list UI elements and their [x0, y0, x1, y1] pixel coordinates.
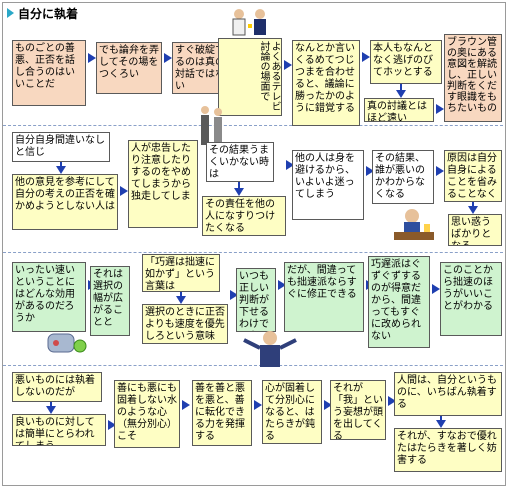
node-r2-1: 自分自身間違いなしと信じ — [12, 132, 110, 162]
arrow — [108, 420, 116, 430]
arrow — [362, 52, 370, 62]
node-r4-8: それが、すなおで優れたはたらきを著しく妨害する — [394, 428, 502, 472]
node-r3-1: いったい速いということにはどんな効用があるのだろうか — [12, 262, 86, 332]
node-r3-5: いつも正しい判断が下せるわけではない — [236, 268, 276, 332]
arrow — [182, 400, 190, 410]
connector — [400, 84, 402, 92]
page-title: 自分に執着 — [18, 6, 79, 21]
arrow — [88, 53, 96, 63]
connector — [238, 182, 240, 190]
connector — [440, 416, 442, 422]
node-r4-6: それが「我」という妄想が頭を出してくる — [330, 380, 386, 440]
arrow — [56, 166, 66, 174]
node-r1-2: でも論弁を弄してその場をつくろい — [96, 42, 162, 94]
node-r2-5: その責任を他の人になすりつけたくなる — [202, 196, 286, 236]
node-r1-5: なんとか言いくるめてつじつまを合わせると、議論に勝ったかのように錯覚する — [292, 40, 360, 126]
arrow — [396, 90, 406, 98]
node-r4-7: 人間は、自分というものに、いちばん執着する — [394, 372, 502, 416]
arrow — [278, 280, 286, 290]
row-divider — [3, 125, 503, 126]
node-r2-6: 他の人は身を避けるから、いよいよ迷ってしまう — [292, 150, 364, 220]
arrow — [120, 186, 128, 196]
arrow — [468, 206, 478, 214]
node-r1-1: ものごとの善悪、正否を話し合うのはいいことだ — [12, 40, 86, 106]
arrow — [230, 290, 238, 300]
node-r1-8: ブラウン管の奥にある意図を解読し、正しい判断をくだす眼識をもちたいもの — [444, 34, 502, 122]
node-r3-3: 「巧遅は拙速に如かず」という言葉は — [142, 254, 220, 292]
arrow — [324, 400, 332, 410]
node-r4-3: 善にも悪にも固着しない水のような心（無分別心）こそ — [114, 380, 180, 448]
node-r1-4: よくあるテレビ討論の場面で — [218, 38, 282, 116]
node-r2-9: 思い惑うばかりとなる — [448, 214, 502, 246]
row-divider — [3, 252, 503, 253]
arrow — [46, 406, 56, 414]
node-r3-4: 選択のときに正否よりも速度を優先しろという意味 — [142, 304, 228, 344]
row-divider — [3, 365, 503, 366]
connector — [180, 292, 182, 298]
node-r3-2: それは選択の幅が広がることと — [90, 266, 130, 336]
arrow — [254, 400, 262, 410]
node-r3-7: 巧遅派はぐずぐずするのが得意だから、間違ってもすぐに改められない — [368, 256, 430, 348]
arrow — [366, 166, 374, 176]
arrow — [284, 60, 292, 70]
node-r2-8: 原因は自分自身によることを省みることなく — [444, 150, 502, 202]
people-standing-icon — [201, 106, 222, 147]
arrow — [176, 296, 186, 304]
node-r1-6: 本人もなんとなく逃げのびてホッとする — [370, 40, 442, 84]
connector — [50, 402, 52, 408]
man-at-desk-icon — [394, 209, 434, 240]
node-r1-7: 真の討議とはほど遠い — [364, 98, 434, 122]
node-r2-4: その結果うまくいかない時は — [206, 142, 274, 182]
arrow — [388, 396, 396, 406]
node-r4-4: 善を善と悪を悪と、善に転化できる力を発揮する — [192, 380, 252, 446]
node-r4-2: 良いものに対しては簡単にとらわれてしまう — [12, 414, 106, 446]
node-r2-7: その結果、誰が悪いのかわからなくなる — [372, 150, 434, 204]
arrow — [436, 420, 446, 428]
arrow — [164, 53, 172, 63]
node-r4-1: 悪いものには執着しないのだが — [12, 372, 102, 402]
connector — [472, 202, 474, 208]
node-r3-6: だが、間違っても拙速派ならすぐに修正できる — [284, 262, 364, 332]
node-r2-3: 人が忠告したり注意したりするのをやめてしまうから独走してしま — [128, 140, 198, 228]
triangle-arrow-icon — [7, 8, 14, 18]
node-r2-2: 他の意見を参考にして自分の考えの正否を確かめようとしない人は — [12, 174, 118, 230]
shrugging-man-icon — [243, 331, 297, 367]
node-r1-3: すぐ破綻するのは真の対話ではない — [172, 42, 232, 94]
two-people-talking-icon — [232, 9, 266, 36]
node-r3-8: このことから拙速のほうがいいことがわかる — [440, 262, 502, 336]
arrow — [436, 166, 444, 176]
arrow — [234, 188, 244, 196]
title-area: 自分に執着 — [3, 3, 143, 23]
pills-icon — [47, 333, 87, 353]
node-r4-5: 心が固着して分別心になると、はたらきが鈍る — [262, 380, 322, 444]
arrow — [436, 104, 444, 114]
connector — [60, 162, 62, 168]
arrow — [286, 160, 294, 170]
arrow — [432, 284, 440, 294]
